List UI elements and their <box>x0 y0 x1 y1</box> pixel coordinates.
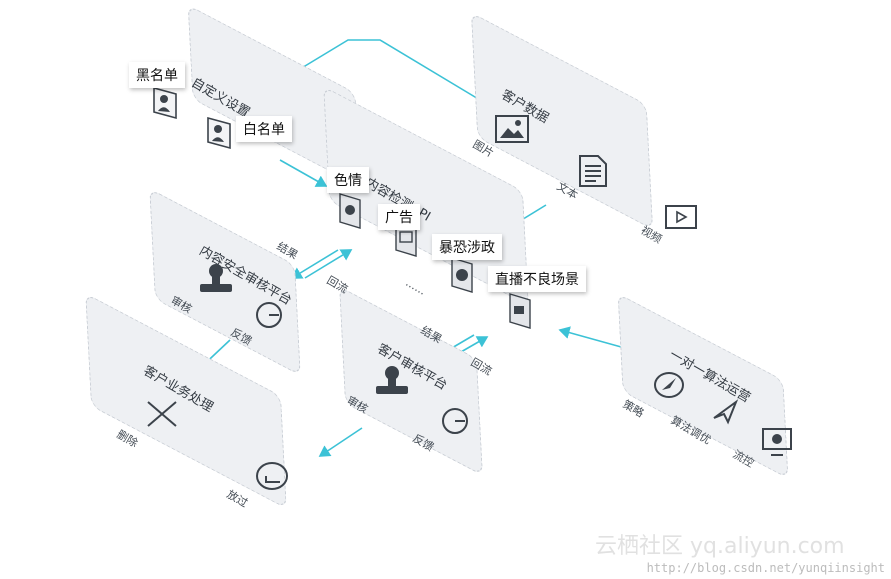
video-icon <box>665 205 697 229</box>
tag-terror: 暴恐涉政 <box>432 234 502 260</box>
tag-whitelist: 白名单 <box>236 116 292 142</box>
tag-ads: 广告 <box>378 204 420 230</box>
watermark-url: http://blog.csdn.net/yunqiinsight <box>646 561 885 575</box>
porn-detect-icon <box>339 193 361 229</box>
feedback-icon <box>442 408 468 434</box>
arrow-customer-review-to-business <box>318 427 363 457</box>
terror-detect-icon <box>451 257 473 293</box>
arrow-result-1 <box>290 249 339 279</box>
strategy-compass-icon <box>654 372 684 398</box>
arrow-return-1 <box>304 249 353 279</box>
arrow-settings-to-api <box>279 159 328 187</box>
tuning-pointer-icon <box>713 399 739 425</box>
stamp-icon <box>376 366 408 394</box>
tag-live: 直播不良场景 <box>488 266 586 292</box>
blacklist-user-icon <box>153 86 177 120</box>
tag-porn: 色情 <box>327 167 369 193</box>
live-detect-icon <box>509 293 531 329</box>
document-icon <box>579 155 607 187</box>
flow-control-monitor-icon <box>762 428 792 456</box>
whitelist-user-icon <box>207 116 231 150</box>
ads-detect-icon <box>395 221 417 257</box>
delete-x-icon <box>147 401 177 427</box>
tag-blacklist: 黑名单 <box>129 62 185 88</box>
image-icon <box>495 115 529 143</box>
feedback-icon <box>256 302 282 328</box>
stamp-icon <box>200 264 232 292</box>
watermark-brand: 云栖社区 yq.aliyun.com <box>595 534 845 559</box>
pass-check-icon <box>256 462 288 490</box>
